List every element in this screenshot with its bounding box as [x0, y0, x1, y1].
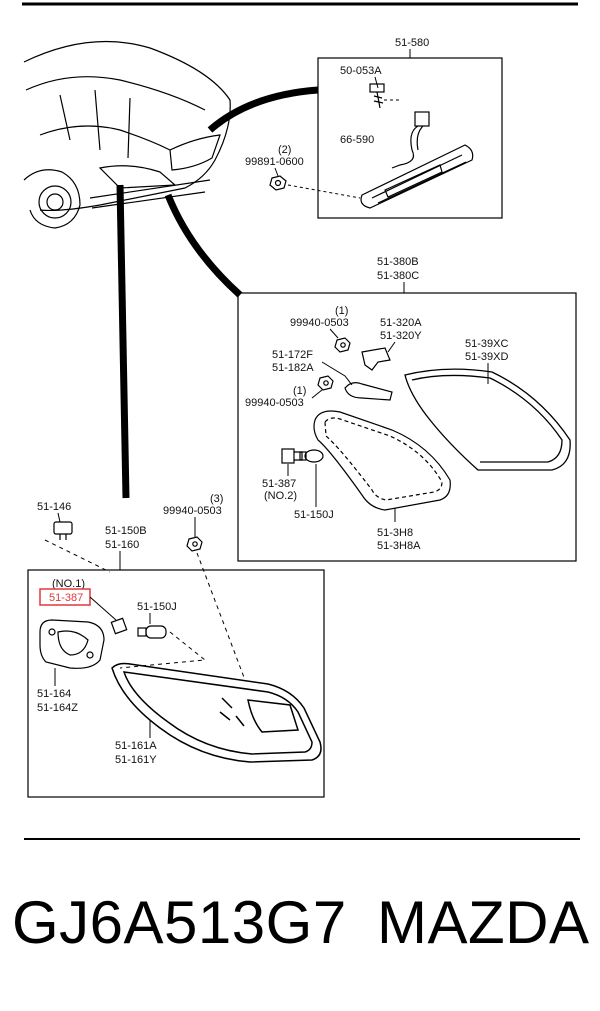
callout-q1a: (1)	[335, 305, 348, 317]
socket-icon	[281, 448, 303, 464]
callout-50-053A: 50-053A	[340, 65, 382, 77]
callout-51-320A: 51-320A	[380, 317, 422, 329]
nut-icon	[334, 337, 351, 353]
callout-51-164: 51-164	[37, 688, 71, 700]
callout-66-590: 66-590	[340, 134, 374, 146]
parts-diagram: 51-580 50-053A 66-590 (2) 99891-0600 51-…	[22, 2, 578, 798]
wire-harness-icon	[391, 111, 430, 169]
nut-icon	[317, 375, 334, 391]
callout-51-172F: 51-172F	[272, 349, 313, 361]
bulb-icon	[137, 625, 167, 639]
callout-51-150B: 51-150B	[105, 525, 147, 537]
leader-thick-3	[116, 184, 130, 499]
nut-icon	[186, 536, 203, 552]
nut-icon	[269, 175, 287, 191]
callout-51-39XC: 51-39XC	[465, 338, 508, 350]
callout-51-146: 51-146	[37, 501, 71, 513]
callout-51-161Y: 51-161Y	[115, 754, 157, 766]
callout-51-160: 51-160	[105, 539, 139, 551]
callout-99940-0503-a: 99940-0503	[290, 317, 349, 329]
callout-51-3H8: 51-3H8	[377, 527, 413, 539]
connector-icon	[53, 521, 73, 540]
leader-thick-2	[164, 193, 243, 298]
callout-51-387-b: 51-387	[49, 592, 83, 604]
callout-99940-0503-b: 99940-0503	[245, 397, 304, 409]
callout-51-182A: 51-182A	[272, 362, 314, 374]
gasket-plate-icon	[39, 619, 105, 669]
callout-no2: (NO.2)	[264, 490, 297, 502]
callout-51-3H8A: 51-3H8A	[377, 540, 421, 552]
callout-51-380B: 51-380B	[377, 256, 419, 268]
socket-icon	[110, 617, 128, 635]
callout-q1b: (1)	[293, 385, 306, 397]
callout-q3: (3)	[210, 493, 223, 505]
leader-thick-1	[207, 86, 319, 133]
stop-lamp-unit-icon	[360, 144, 474, 209]
callout-51-320Y: 51-320Y	[380, 330, 422, 342]
car-rear-illustration	[23, 40, 231, 229]
callout-51-39XD: 51-39XD	[465, 351, 508, 363]
lens-icon	[404, 368, 571, 471]
part-number: GJ6A513G7	[12, 889, 347, 956]
brand-name: MAZDA	[377, 889, 590, 956]
callout-51-150J-b: 51-150J	[137, 601, 177, 613]
callout-no1: (NO.1)	[52, 578, 85, 590]
gasket-icon	[313, 410, 451, 511]
callout-51-580: 51-580	[395, 37, 429, 49]
box-inner-lamp	[237, 292, 577, 562]
callout-51-161A: 51-161A	[115, 740, 157, 752]
bulb-icon	[299, 449, 324, 463]
callout-51-387-a: 51-387	[262, 478, 296, 490]
callout-99891-0600: 99891-0600	[245, 156, 304, 168]
screw-icon	[369, 83, 385, 109]
callout-51-150J-a: 51-150J	[294, 509, 334, 521]
callout-99940-0503-c: 99940-0503	[163, 505, 222, 517]
clip-icon	[344, 382, 393, 401]
tail-lamp-icon	[111, 662, 322, 763]
box-rear-combination-lamp	[27, 569, 325, 798]
bottom-rule	[24, 838, 580, 840]
callout-q2: (2)	[278, 144, 291, 156]
callout-51-380C: 51-380C	[377, 270, 419, 282]
bracket-icon	[361, 347, 391, 371]
callout-51-164Z: 51-164Z	[37, 702, 78, 714]
